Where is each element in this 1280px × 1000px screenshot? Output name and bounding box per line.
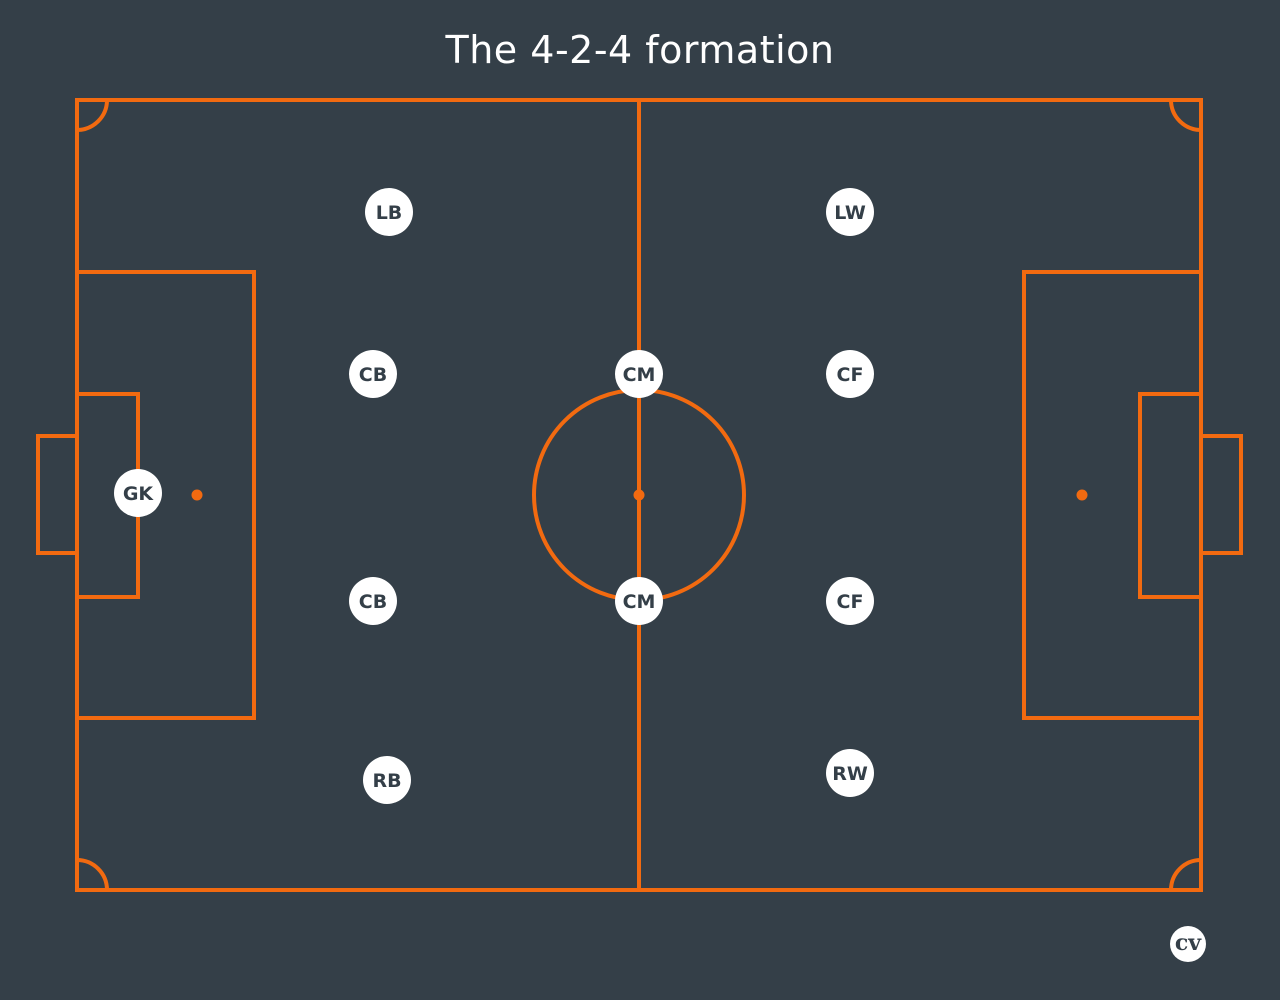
player-marker — [365, 188, 413, 236]
player-marker — [349, 577, 397, 625]
right-goal — [1199, 434, 1243, 555]
player-label: CF — [837, 364, 864, 386]
player-rb: RB — [363, 756, 411, 804]
player-cm-1: CM — [615, 350, 663, 398]
cv-logo: cv — [1170, 926, 1206, 962]
player-cm-2: CM — [615, 577, 663, 625]
right-penalty-spot — [1076, 489, 1088, 501]
player-cf-2: CF — [826, 577, 874, 625]
player-label: RW — [832, 763, 868, 785]
player-marker — [826, 188, 874, 236]
player-rw: RW — [826, 749, 874, 797]
corner-arc-bottom-right — [1169, 858, 1202, 891]
player-marker — [826, 577, 874, 625]
logo-badge — [1170, 926, 1206, 962]
player-marker — [615, 350, 663, 398]
player-lw: LW — [826, 188, 874, 236]
player-label: LB — [376, 202, 403, 224]
player-marker — [826, 350, 874, 398]
player-marker — [114, 469, 162, 517]
diagram-title: The 4-2-4 formation — [445, 28, 835, 72]
player-cf-1: CF — [826, 350, 874, 398]
left-goal — [36, 434, 79, 555]
corner-arc-top-right — [1169, 99, 1202, 132]
left-penalty-spot — [191, 489, 203, 501]
player-marker — [615, 577, 663, 625]
player-lb: LB — [365, 188, 413, 236]
player-marker — [826, 749, 874, 797]
player-label: LW — [834, 202, 866, 224]
player-label: CB — [359, 591, 387, 613]
player-gk: GK — [114, 469, 162, 517]
player-cb-1: CB — [349, 350, 397, 398]
corner-arc-bottom-left — [76, 858, 109, 891]
pitch-spots — [191, 489, 1088, 501]
right-goal-area — [1138, 392, 1203, 599]
center-spot — [633, 489, 645, 501]
player-cb-2: CB — [349, 577, 397, 625]
player-label: CB — [359, 364, 387, 386]
player-label: GK — [123, 483, 155, 505]
left-penalty-area — [75, 270, 256, 720]
players: GK LB CB CB RB CM CM LW — [114, 188, 874, 804]
right-penalty-area — [1022, 270, 1203, 720]
player-label: CM — [623, 591, 656, 613]
player-label: RB — [372, 770, 401, 792]
logo-text: cv — [1175, 930, 1202, 956]
player-label: CM — [623, 364, 656, 386]
pitch-markings — [36, 98, 1243, 892]
player-marker — [349, 350, 397, 398]
corner-arc-top-left — [76, 99, 109, 132]
player-label: CF — [837, 591, 864, 613]
player-marker — [363, 756, 411, 804]
